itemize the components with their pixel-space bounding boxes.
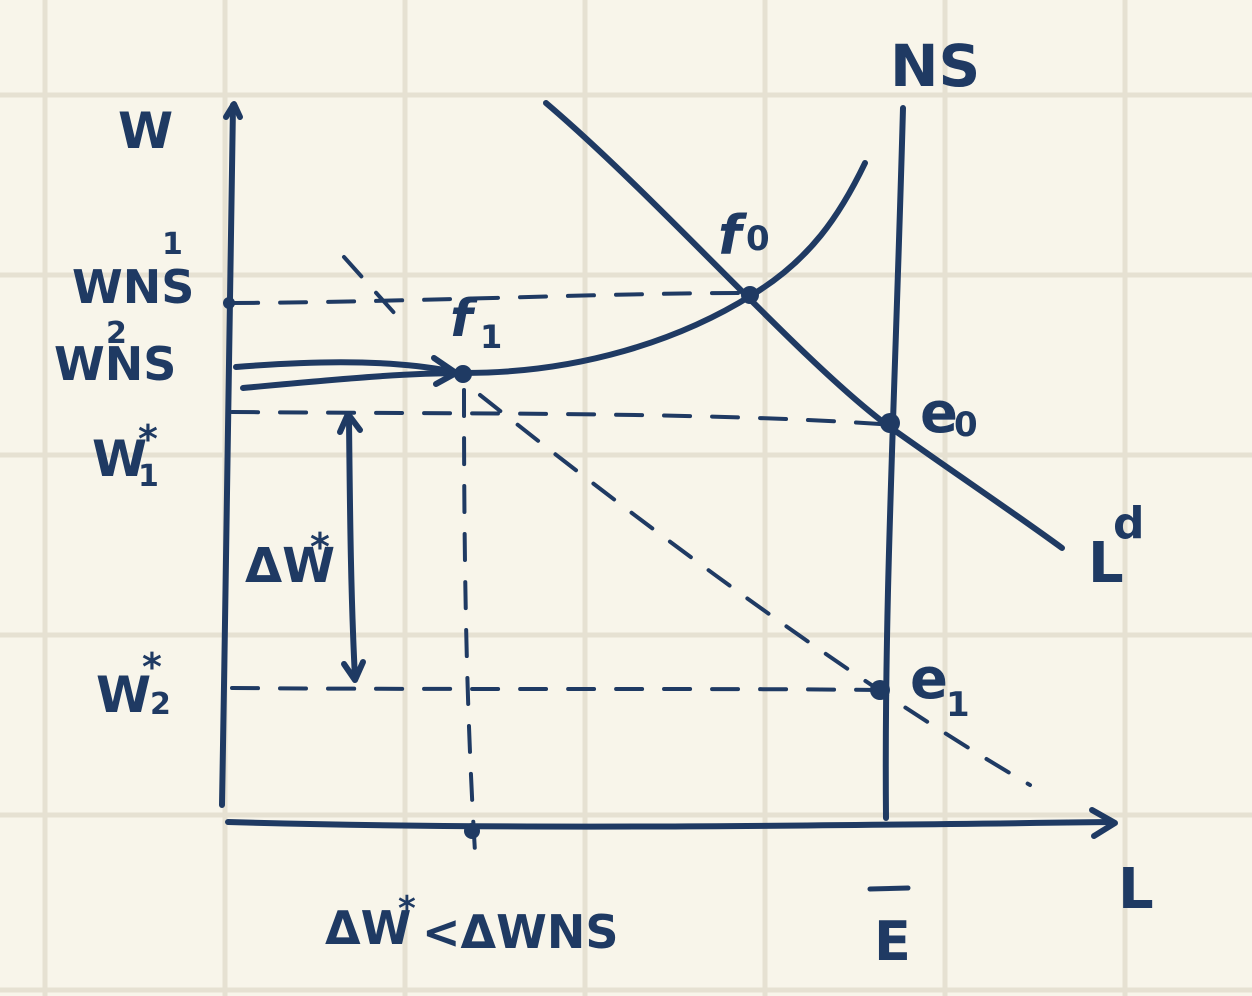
y-tick-w1: W xyxy=(92,430,147,488)
x-tick-e-bar: E xyxy=(874,910,911,973)
y-tick-wns1-superscript: 1 xyxy=(162,227,183,262)
axis-tick-dot xyxy=(464,823,480,839)
y-tick-w1-superscript: * xyxy=(138,417,158,461)
point-e0-subscript: 0 xyxy=(954,405,978,445)
delta-w-superscript: * xyxy=(310,525,330,569)
point-e0-label: e xyxy=(920,381,958,446)
y-axis xyxy=(219,102,236,808)
point-e0-dot xyxy=(880,413,900,433)
point-f0-dot xyxy=(741,286,759,304)
delta-w-arrow-bottom xyxy=(341,659,366,683)
y-tick-wns1: WNS xyxy=(72,260,194,314)
point-e1-dot xyxy=(870,680,890,700)
point-f0-subscript: 0 xyxy=(746,219,770,259)
w2-guide xyxy=(230,686,880,692)
guide-lines xyxy=(230,255,1032,854)
delta-w-label: ΔW xyxy=(245,538,335,594)
wns2-arrow xyxy=(233,359,453,374)
axes xyxy=(219,101,1118,839)
x-axis xyxy=(225,819,1115,830)
delta-w-arrow xyxy=(346,417,358,681)
ld-curve xyxy=(543,100,1065,551)
x-axis-label: L xyxy=(1118,857,1154,922)
y-axis-tick-dot xyxy=(223,297,235,309)
ns-label: NS xyxy=(890,32,980,100)
f1-vertical-guide xyxy=(462,388,477,854)
new-demand-curve xyxy=(342,255,1032,787)
y-tick-wns2-superscript: 2 xyxy=(106,316,127,351)
wns1-guide xyxy=(230,291,750,305)
x-axis-arrowhead xyxy=(1089,807,1118,839)
ns-curve xyxy=(882,105,906,821)
y-tick-w1-subscript: 1 xyxy=(138,459,159,494)
y-tick-wns2: WNS xyxy=(54,337,176,391)
ld-superscript: d xyxy=(1113,498,1145,549)
point-e1-subscript: 1 xyxy=(946,685,970,725)
ld-label: L xyxy=(1088,531,1124,596)
curves xyxy=(233,100,1065,821)
y-axis-label: W xyxy=(118,102,173,160)
point-f1-subscript: 1 xyxy=(480,318,502,356)
points xyxy=(223,286,900,839)
delta-w-arrow-top xyxy=(337,411,363,435)
point-f0-label: f xyxy=(718,204,748,267)
y-tick-w2: W xyxy=(96,666,151,724)
inequality-part-b: <ΔWNS xyxy=(422,905,619,959)
y-tick-w2-superscript: * xyxy=(142,645,162,689)
inequality-superscript: * xyxy=(398,889,416,929)
y-tick-w2-subscript: 2 xyxy=(150,687,171,722)
inequality-part-a: ΔW xyxy=(325,901,411,955)
point-f1-dot xyxy=(454,365,472,383)
point-e1-label: e xyxy=(910,647,948,712)
y-axis-arrowhead xyxy=(223,101,243,120)
supply-curve xyxy=(240,160,868,391)
w1-guide xyxy=(230,410,882,426)
e-bar-overline xyxy=(867,885,911,892)
